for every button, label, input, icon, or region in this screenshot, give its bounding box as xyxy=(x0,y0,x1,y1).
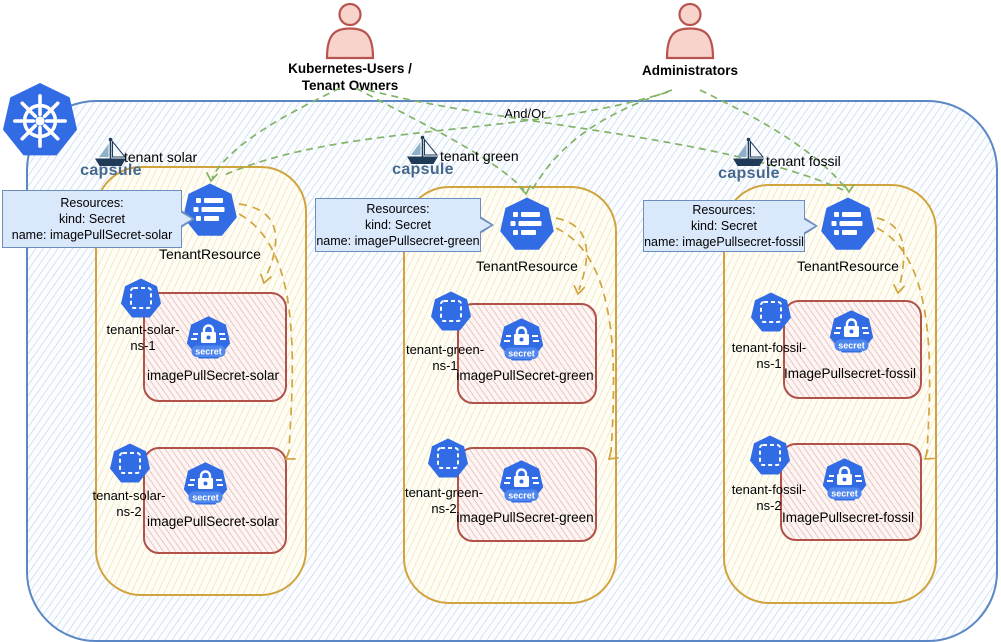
tenant-resource-label: TenantResource xyxy=(797,258,899,274)
resources-callout: Resources: kind: Secret name: imagePulls… xyxy=(643,200,818,252)
secret-badge-text: secret xyxy=(195,347,222,357)
tenant-resource-icon xyxy=(821,197,875,250)
user-icon xyxy=(325,2,375,60)
resources-callout: Resources: kind: Secret name: imagePulls… xyxy=(315,198,494,252)
callout-line: name: imagePullSecret-solar xyxy=(11,228,173,243)
resources-callout: Resources: kind: Secret name: imagePullS… xyxy=(2,190,195,248)
namespace-label-line1: tenant-solar- xyxy=(106,322,180,337)
tenant-resource-label: TenantResource xyxy=(476,258,578,274)
capsule-boat-icon xyxy=(95,137,127,166)
namespace-label: tenant-solar- ns-2 xyxy=(69,488,189,521)
callout-line: kind: Secret xyxy=(364,217,431,232)
namespace-label-line2: ns-2 xyxy=(756,498,782,514)
callout-line: Resources: xyxy=(692,202,756,217)
tenant-name: tenant green xyxy=(440,148,519,164)
namespace-label-line1: tenant-green- xyxy=(405,342,485,357)
actor-label-line2: Tenant Owners xyxy=(301,77,399,93)
namespace-icon xyxy=(431,291,471,331)
actor-label-line1: Kubernetes-Users / xyxy=(288,61,412,76)
namespace-label-line1: tenant-green- xyxy=(404,485,484,500)
secret-icon: secret xyxy=(822,458,867,501)
secret-name: imagePullSecret-solar xyxy=(146,368,280,383)
namespace-icon xyxy=(121,278,161,318)
secret-icon: secret xyxy=(183,462,228,505)
secret-name: imagePullSecret-green xyxy=(456,368,594,383)
callout-line: name: imagePullsecret-green xyxy=(316,234,480,249)
namespace-label: tenant-fossil- ns-2 xyxy=(709,482,829,515)
kubernetes-icon xyxy=(2,83,78,156)
namespace-label-line2: ns-2 xyxy=(116,504,142,520)
namespace-label: tenant-fossil- ns-1 xyxy=(709,340,829,373)
secret-badge-text: secret xyxy=(508,349,535,359)
namespace-label-line2: ns-1 xyxy=(130,338,156,354)
callout-line: name: imagePullsecret-fossil xyxy=(644,235,804,250)
andor-label: And/Or xyxy=(504,106,546,121)
secret-icon: secret xyxy=(499,460,544,503)
callout-line: kind: Secret xyxy=(58,211,125,226)
secret-icon: secret xyxy=(829,310,874,353)
tenant-name: tenant fossil xyxy=(766,153,841,169)
namespace-label-line1: tenant-solar- xyxy=(92,488,166,503)
tenant-resource-icon xyxy=(500,197,554,250)
namespace-label-line2: ns-2 xyxy=(431,501,457,517)
actor-label: Administrators xyxy=(641,63,739,78)
namespace-icon xyxy=(750,435,790,475)
namespace-label-line2: ns-1 xyxy=(432,358,458,374)
namespace-label: tenant-solar- ns-1 xyxy=(83,322,203,355)
tenant-resource-icon xyxy=(183,183,237,236)
secret-icon: secret xyxy=(499,318,544,361)
secret-name: imagePullSecret-solar xyxy=(146,514,280,529)
secret-name: imagePullSecret-green xyxy=(456,510,594,525)
callout-line: kind: Secret xyxy=(690,218,757,233)
namespace-box xyxy=(780,443,922,541)
namespace-label-line2: ns-1 xyxy=(756,356,782,372)
callout-line: Resources: xyxy=(366,201,430,216)
namespace-label-line1: tenant-fossil- xyxy=(731,340,807,355)
secret-badge-text: secret xyxy=(831,489,858,499)
namespace-icon xyxy=(110,443,150,483)
secret-badge-text: secret xyxy=(192,493,219,503)
namespace-label-line1: tenant-fossil- xyxy=(731,482,807,497)
secret-badge-text: secret xyxy=(838,341,865,351)
secret-badge-text: secret xyxy=(508,491,535,501)
tenant-resource-label: TenantResource xyxy=(159,246,261,262)
user-icon xyxy=(665,2,715,60)
namespace-label: tenant-green- ns-2 xyxy=(384,485,504,518)
secret-name: ImagePullsecret-fossil xyxy=(783,366,917,381)
callout-line: Resources: xyxy=(60,195,124,210)
namespace-icon xyxy=(751,292,791,332)
capsule-wordmark: capsule xyxy=(80,162,142,179)
secret-icon: secret xyxy=(186,316,231,359)
secret-name: ImagePullsecret-fossil xyxy=(781,510,915,525)
tenant-name: tenant solar xyxy=(124,149,198,165)
namespace-label: tenant-green- ns-1 xyxy=(385,342,505,375)
namespace-icon xyxy=(428,438,468,478)
